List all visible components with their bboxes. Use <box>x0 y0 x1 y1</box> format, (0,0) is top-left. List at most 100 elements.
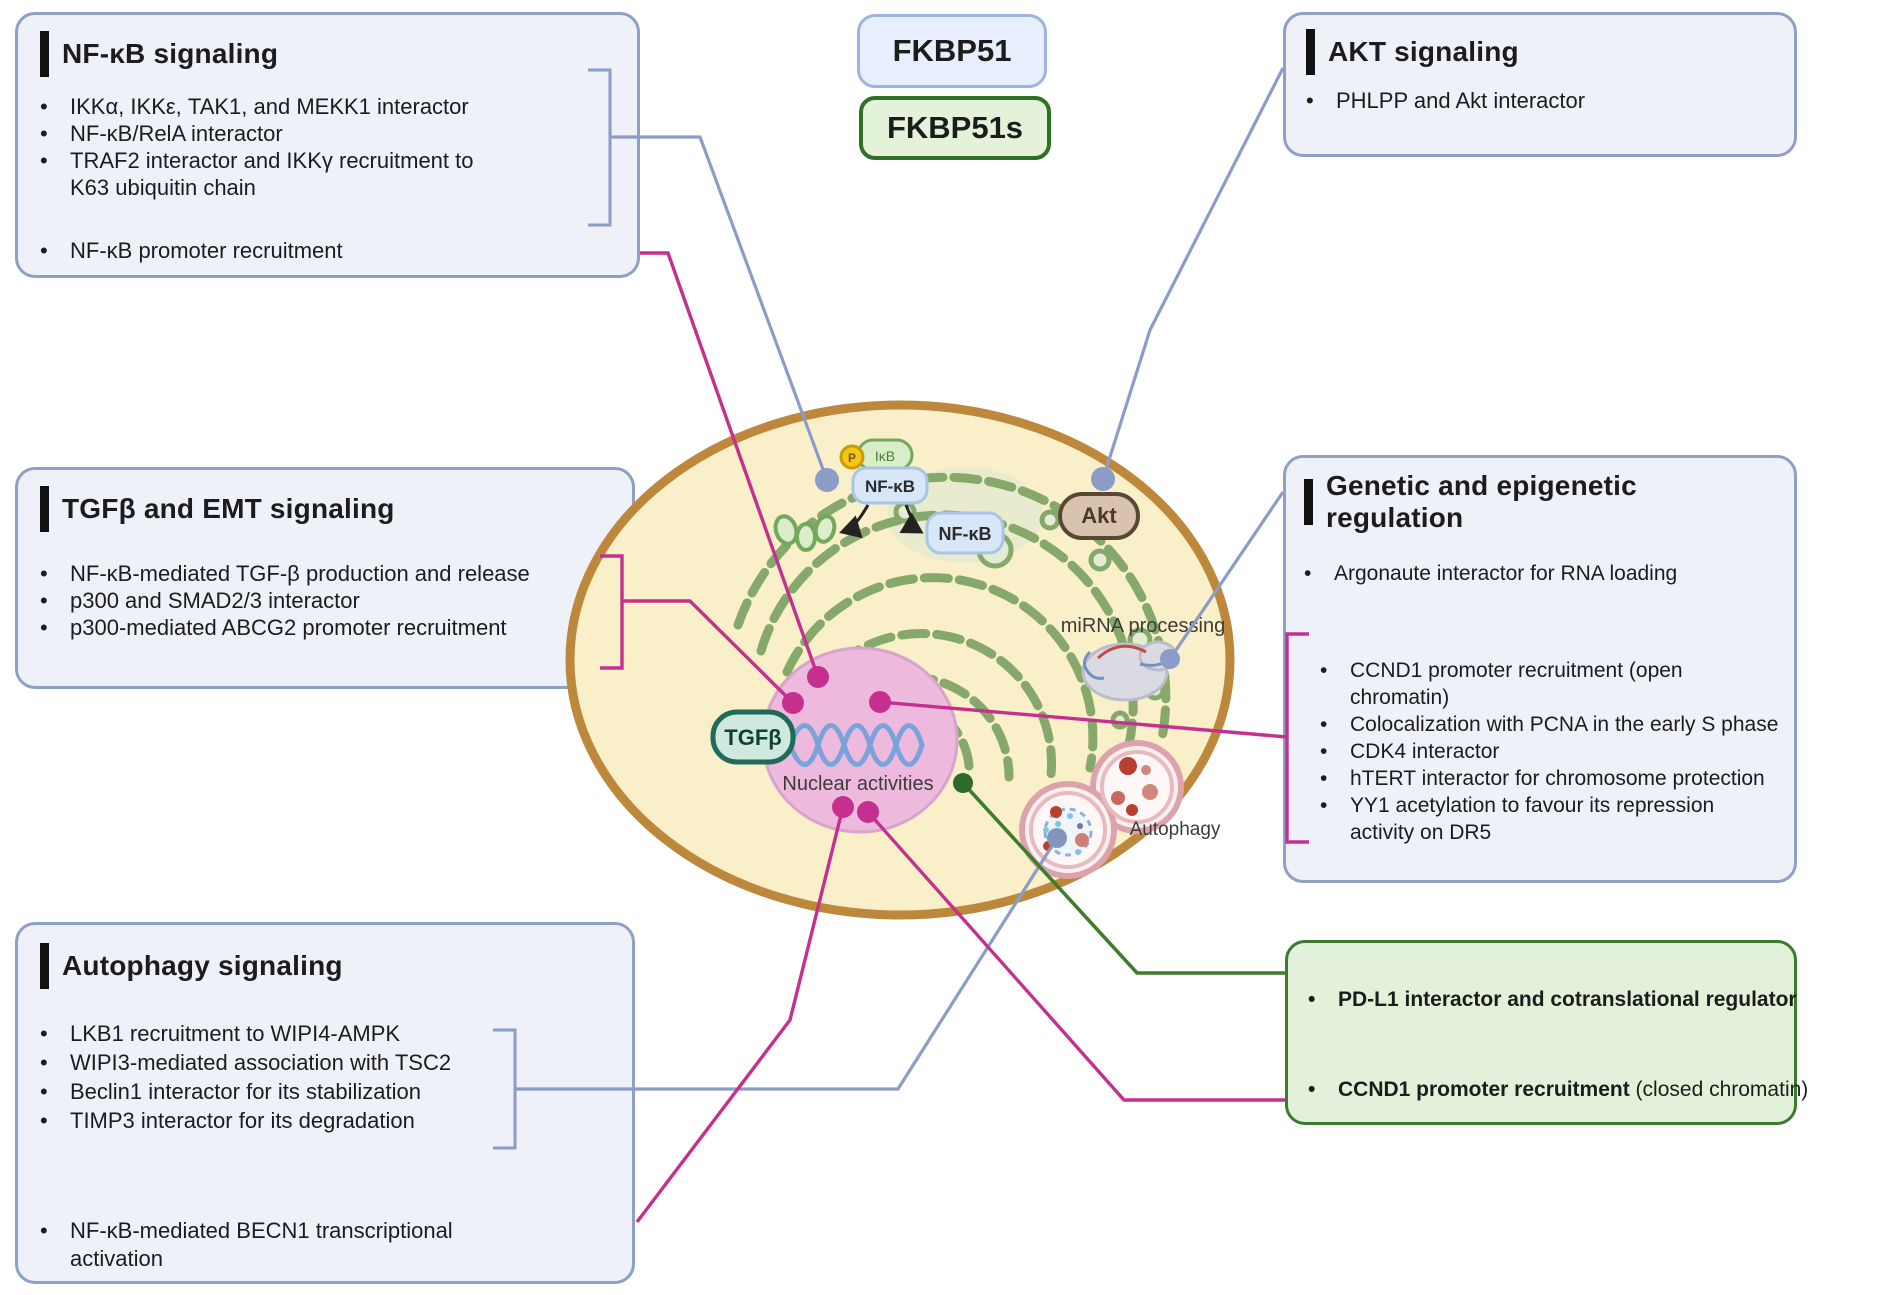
argonaute-blob-icon <box>1081 640 1178 702</box>
panel-genetic-epigenetic-regulation: Genetic and epigenetic regulation Argona… <box>1283 455 1797 883</box>
panel-title-row: AKT signaling <box>1306 29 1774 75</box>
mirna-processing-label: miRNA processing <box>1061 615 1226 637</box>
nucleus-label: Nuclear activities <box>782 773 933 795</box>
bullet-dot-icon <box>1320 792 1350 819</box>
legend-fkbp51-label: FKBP51 <box>892 33 1012 68</box>
akt-capsule: Akt <box>1058 492 1140 540</box>
bullet-item: IKKα, IKKε, TAK1, and MEKK1 interactor <box>40 93 615 120</box>
panel-nfkb-signaling: NF-κB signaling IKKα, IKKε, TAK1, and ME… <box>15 12 640 278</box>
anchor-dot-nfkb <box>815 468 839 492</box>
bullet-item: CCND1 promoter recruitment (open chromat… <box>1320 657 1776 711</box>
anchor-dot-fkbp51s <box>953 773 973 793</box>
tgfb-label: TGFβ <box>724 725 781 750</box>
cell-membrane <box>565 400 1235 920</box>
anchor-dot-nucleus-bottomleft <box>832 796 854 818</box>
line-golgi-to-fkbp51s-box <box>961 781 1286 975</box>
bullet-dot-icon <box>40 1019 70 1048</box>
panel-title-row: Genetic and epigenetic regulation <box>1304 470 1776 534</box>
line-nfkb-promoter-to-nucleus <box>640 251 820 678</box>
panel-title-row: Autophagy signaling <box>40 943 610 989</box>
bullet-item: NF-κB-mediated BECN1 transcriptional act… <box>40 1217 610 1273</box>
anchor-dot-nucleus-right <box>869 691 891 713</box>
cytoplasm-glow <box>887 467 1043 563</box>
bullet-dot-icon <box>1308 1077 1338 1103</box>
line-tgfb-box-to-nucleus <box>622 599 795 705</box>
line-akt-box-to-cell <box>1101 67 1285 480</box>
panel-title: NF-κB signaling <box>62 38 279 69</box>
autophagy-label: Autophagy <box>1130 819 1221 840</box>
panel-title: Genetic and epigenetic regulation <box>1326 470 1637 533</box>
akt-label: Akt <box>1081 503 1117 528</box>
dna-icon <box>787 723 925 767</box>
phospho-icon: P <box>839 444 865 470</box>
phospho-label: P <box>848 451 856 465</box>
panel-tgfb-emt-signaling: TGFβ and EMT signaling NF-κB-mediated TG… <box>15 467 635 689</box>
anchor-dot-nucleus-top <box>807 666 829 688</box>
bullet-dot-icon <box>40 93 70 120</box>
legend-fkbp51-capsule: FKBP51 <box>857 14 1047 88</box>
bullet-item: YY1 acetylation to favour its repression… <box>1320 792 1776 846</box>
bullet-dot-icon <box>40 614 70 641</box>
released-ikb-icon <box>773 514 837 552</box>
bullet-dot-icon <box>40 1106 70 1135</box>
bullet-dot-icon <box>1320 657 1350 684</box>
bullet-dot-icon <box>1320 765 1350 792</box>
bullet-dot-icon <box>1320 711 1350 738</box>
anchor-dot-nucleus-left <box>782 692 804 714</box>
bullet-item: TRAF2 interactor and IKKγ recruitment to… <box>40 147 615 201</box>
line-nucleus-to-ccnd1-closed <box>866 810 1286 1102</box>
anchor-dot-autophagosome <box>1047 828 1067 848</box>
nfkb-complex-label: NF-κB <box>865 477 915 496</box>
title-bar-icon <box>1304 479 1313 525</box>
bullet-item: WIPI3-mediated association with TSC2 <box>40 1048 610 1077</box>
anchor-dot-mirna <box>1160 649 1180 669</box>
vesicle-icons <box>893 500 1166 730</box>
golgi-icon <box>733 472 1171 782</box>
dissociation-arrows-icon <box>839 504 924 539</box>
bullet-dot-icon <box>40 1077 70 1106</box>
tgfb-capsule: TGFβ <box>710 709 796 765</box>
bullet-dot-icon <box>40 1217 70 1245</box>
bullet-dot-icon <box>1308 987 1338 1013</box>
bullet-item: LKB1 recruitment to WIPI4-AMPK <box>40 1019 610 1048</box>
bullet-item: TIMP3 interactor for its degradation <box>40 1106 610 1135</box>
autophagosome-icon <box>1019 740 1184 879</box>
bullet-item: Colocalization with PCNA in the early S … <box>1320 711 1778 738</box>
bullet-dot-icon <box>40 560 70 587</box>
legend-fkbp51s-label: FKBP51s <box>886 110 1024 145</box>
bullet-item: NF-κB promoter recruitment <box>40 237 615 264</box>
bullet-item: Beclin1 interactor for its stabilization <box>40 1077 610 1106</box>
panel-title: Autophagy signaling <box>62 950 343 981</box>
nucleus <box>761 646 959 834</box>
bullet-dot-icon <box>1304 560 1334 587</box>
anchor-dot-akt <box>1091 467 1115 491</box>
ikb-label: IκB <box>875 448 895 464</box>
bullet-item: CCND1 promoter recruitment (closed chrom… <box>1308 1077 1808 1103</box>
panel-autophagy-signaling: Autophagy signaling LKB1 recruitment to … <box>15 922 635 1284</box>
legend-fkbp51s-capsule: FKBP51s <box>859 96 1051 160</box>
bullet-dot-icon <box>40 237 70 264</box>
panel-title-row: TGFβ and EMT signaling <box>40 486 610 532</box>
bullet-item: PHLPP and Akt interactor <box>1306 87 1774 114</box>
bullet-dot-icon <box>40 147 70 174</box>
bullet-dot-icon <box>40 1048 70 1077</box>
bullet-item: NF-κB-mediated TGF-β production and rele… <box>40 560 610 587</box>
title-bar-icon <box>40 31 49 77</box>
bullet-dot-icon <box>1320 738 1350 765</box>
bullet-item: hTERT interactor for chromosome protecti… <box>1320 765 1776 792</box>
title-bar-icon <box>40 486 49 532</box>
nfkb-released: NF-κB <box>925 511 1005 555</box>
line-nucleus-to-genetic-bracket <box>879 700 1288 739</box>
panel-akt-signaling: AKT signaling PHLPP and Akt interactor <box>1283 12 1797 157</box>
ikb-capsule: IκB <box>856 438 914 472</box>
bullet-dot-icon <box>1306 87 1336 114</box>
panel-title: TGFβ and EMT signaling <box>62 493 395 524</box>
bullet-item: PD-L1 interactor and cotranslational reg… <box>1308 987 1797 1013</box>
title-bar-icon <box>40 943 49 989</box>
bullet-item: p300-mediated ABCG2 promoter recruitment <box>40 614 610 641</box>
bullet-dot-icon <box>40 120 70 147</box>
nfkb-released-label: NF-κB <box>938 524 991 544</box>
autophagosome-cargo-icon <box>1043 757 1158 855</box>
panel-title-row: NF-κB signaling <box>40 31 615 77</box>
